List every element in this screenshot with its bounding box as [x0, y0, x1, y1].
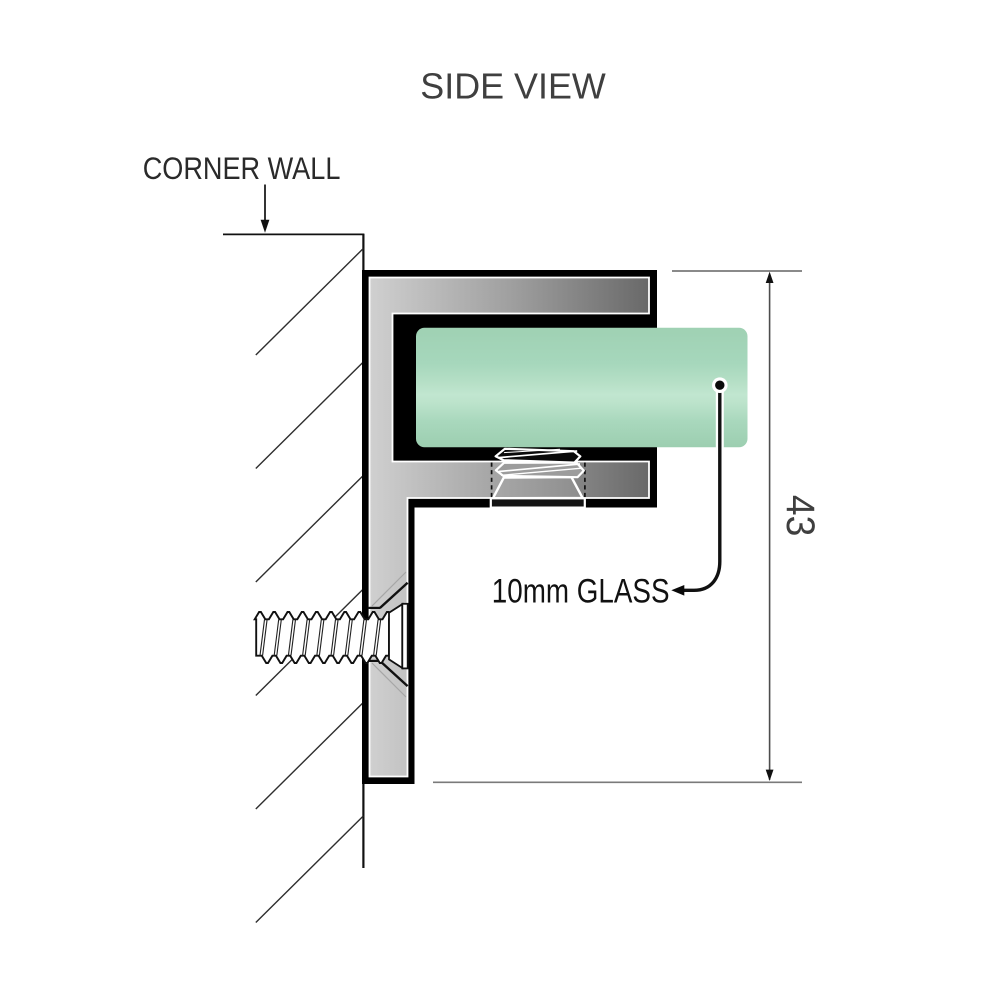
svg-text:CORNER WALL: CORNER WALL: [143, 150, 341, 186]
svg-text:10mm GLASS: 10mm GLASS: [492, 572, 670, 610]
svg-text:SIDE VIEW: SIDE VIEW: [420, 66, 606, 107]
svg-text:43: 43: [778, 495, 822, 537]
